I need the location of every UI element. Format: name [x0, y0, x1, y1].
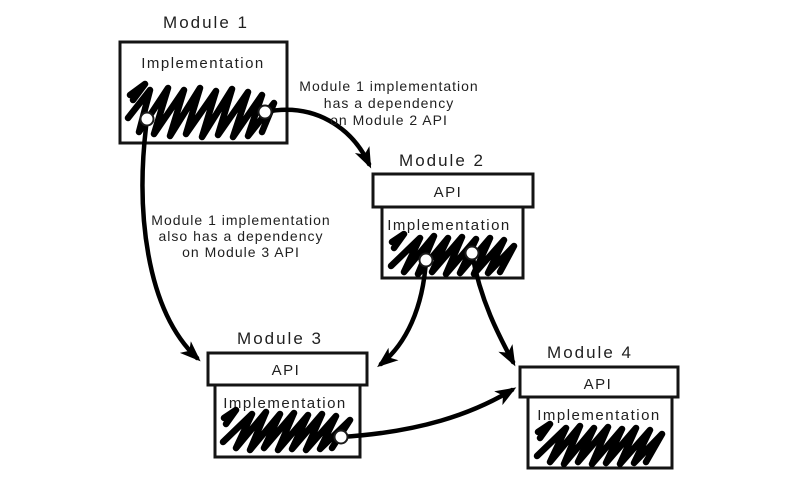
- module1-connector-left: [139, 111, 155, 127]
- module2-connector-right: [464, 245, 480, 261]
- module3-scribble: [219, 406, 354, 454]
- module1-implementation-label: Implementation: [141, 55, 265, 72]
- arrow-module1-to-module3-api: [140, 116, 201, 362]
- arrow-module1-to-module2-api: [262, 107, 372, 169]
- arrow-module2-to-module4-api: [469, 250, 516, 367]
- module4-title: Module 4: [547, 343, 633, 362]
- annotation-line: also has a dependency: [159, 228, 324, 244]
- arrow-module3-to-module4-api: [338, 387, 517, 440]
- module2-title: Module 2: [399, 151, 485, 170]
- module3-connector: [333, 429, 349, 445]
- module4-implementation-label: Implementation: [537, 407, 661, 424]
- module2-scribble: [387, 230, 518, 278]
- module2-group: Module 2 API Implementation: [371, 151, 535, 280]
- module1-title: Module 1: [163, 13, 249, 32]
- module4-api-label: API: [584, 376, 613, 393]
- module3-api-box: [206, 351, 369, 387]
- arrow-module2-to-module3-api: [377, 257, 429, 368]
- module3-title: Module 3: [237, 329, 323, 348]
- module2-implementation-label: Implementation: [387, 217, 511, 234]
- annotation-line: on Module 2 API: [330, 112, 448, 128]
- annotation-module1-module3: Module 1 implementation also has a depen…: [151, 212, 330, 260]
- module1-connector-right: [257, 104, 273, 120]
- module4-scribble: [533, 420, 666, 468]
- module4-api-box: [518, 365, 680, 399]
- annotation-line: Module 1 implementation: [151, 212, 330, 228]
- annotation-line: has a dependency: [324, 95, 454, 111]
- annotation-line: Module 1 implementation: [299, 78, 478, 94]
- module3-api-label: API: [272, 362, 301, 379]
- module3-group: Module 3 API Implementation: [206, 329, 369, 459]
- module3-implementation-label: Implementation: [223, 395, 347, 412]
- module4-group: Module 4 API Implementation: [518, 343, 680, 470]
- annotation-line: on Module 3 API: [182, 244, 300, 260]
- module1-scribble: [124, 80, 278, 141]
- module2-connector-left: [418, 252, 434, 268]
- module2-api-label: API: [434, 184, 463, 201]
- annotation-module1-module2: Module 1 implementation has a dependency…: [299, 78, 478, 128]
